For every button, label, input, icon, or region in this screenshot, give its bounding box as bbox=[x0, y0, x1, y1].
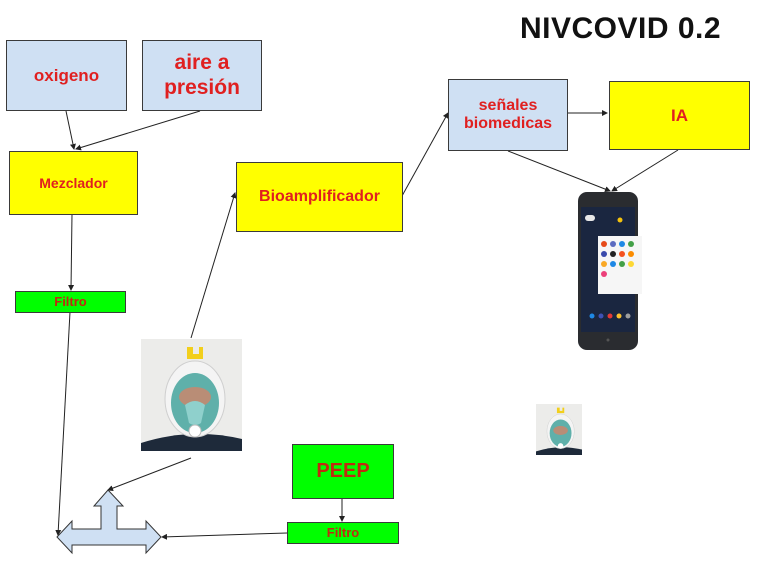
bioamplificador-label: Bioamplificador bbox=[259, 187, 380, 205]
ia-label: IA bbox=[671, 105, 688, 125]
smartphone-image bbox=[576, 190, 644, 355]
filtro-top-label: Filtro bbox=[54, 293, 87, 309]
filtro-top-box: Filtro bbox=[15, 291, 126, 313]
three-way-connector-icon bbox=[56, 489, 162, 555]
peep-box: PEEP bbox=[292, 444, 394, 499]
full-face-mask-thumbnail-icon bbox=[536, 404, 582, 455]
oxigeno-label: oxigeno bbox=[33, 65, 100, 85]
aire-presion-box: aire a presión bbox=[142, 40, 262, 111]
ia-box: IA bbox=[609, 81, 750, 150]
mezclador-label: Mezclador bbox=[39, 174, 108, 191]
filtro-bottom-box: Filtro bbox=[287, 522, 399, 544]
diagram-title: NIVCOVID 0.2 bbox=[520, 12, 722, 45]
smartphone-icon bbox=[578, 192, 642, 350]
aire-presion-label: aire a presión bbox=[164, 51, 240, 99]
mezclador-box: Mezclador bbox=[9, 151, 138, 215]
oxigeno-box: oxigeno bbox=[6, 40, 127, 111]
peep-label: PEEP bbox=[316, 460, 370, 482]
mask-photo-large bbox=[141, 339, 242, 451]
filtro-bottom-label: Filtro bbox=[326, 524, 360, 540]
senales-biomedicas-label: señales biomedicas bbox=[463, 96, 553, 132]
senales-biomedicas-box: señales biomedicas bbox=[448, 79, 568, 151]
mask-photo-small bbox=[536, 404, 582, 455]
full-face-mask-icon bbox=[141, 339, 242, 451]
bioamplificador-box: Bioamplificador bbox=[236, 162, 403, 232]
